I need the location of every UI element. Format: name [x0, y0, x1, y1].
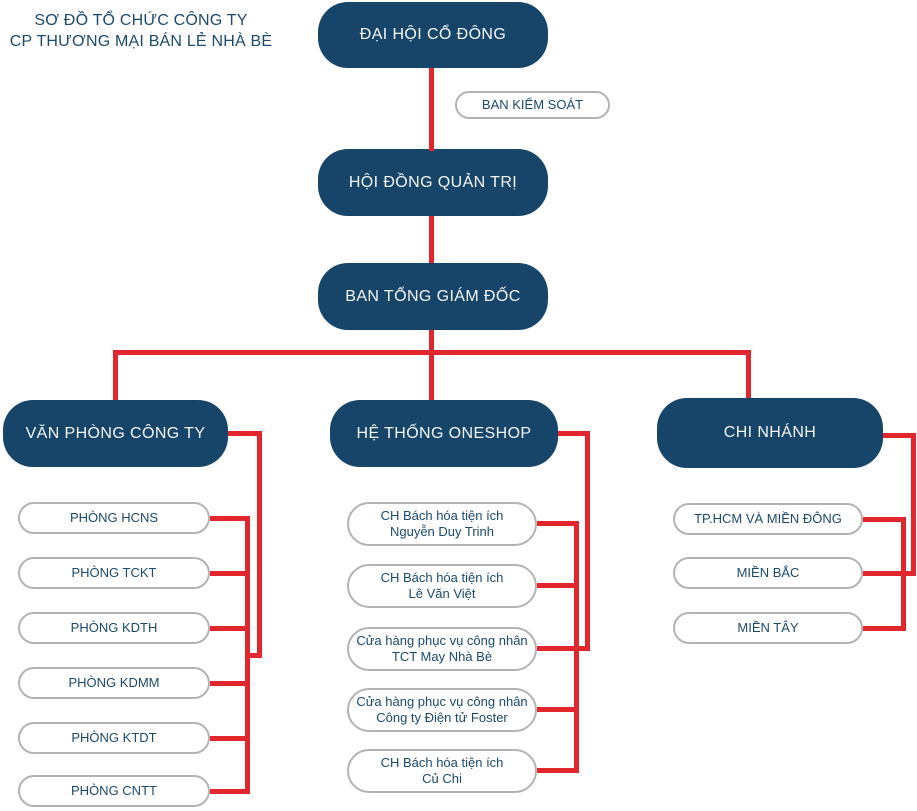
node-label: CH Bách hóa tiện ích [380, 755, 504, 770]
node-ch-le-van-viet: CH Bách hóa tiện ích Lê Văn Việt [347, 564, 537, 608]
node-label: PHÒNG TCKT [71, 565, 157, 580]
node-phong-hcns: PHÒNG HCNS [18, 502, 210, 534]
connector-line [113, 350, 118, 400]
node-label: MIỀN BẮC [736, 565, 800, 580]
node-label: TP.HCM VÀ MIỀN ĐÔNG [694, 511, 842, 526]
node-label: CH Bách hóa tiện ích [380, 570, 504, 585]
connector-line [883, 433, 916, 438]
node-hoi-dong-quan-tri: HỘI ĐỒNG QUẢN TRỊ [318, 149, 548, 216]
node-label: PHÒNG KDTH [70, 620, 158, 635]
node-van-phong-cong-ty: VĂN PHÒNG CÔNG TY [3, 400, 228, 467]
node-label: Cửa hàng phục vụ công nhân [356, 694, 528, 709]
node-label: PHÒNG KTDT [71, 730, 157, 745]
node-label: Cửa hàng phục vụ công nhân [356, 633, 528, 648]
node-mien-bac: MIỀN BẮC [673, 557, 863, 589]
connector-line [210, 681, 250, 686]
node-label: HỆ THỐNG ONESHOP [356, 424, 532, 442]
connector-line [558, 431, 590, 436]
connector-line [429, 330, 434, 400]
node-label: PHÒNG HCNS [69, 510, 159, 525]
node-label: HỘI ĐỒNG QUẢN TRỊ [348, 173, 518, 191]
connector-line [429, 216, 434, 263]
node-label: PHÒNG CNTT [71, 783, 157, 798]
connector-line [537, 707, 579, 712]
node-he-thong-oneshop: HỆ THỐNG ONESHOP [330, 400, 558, 467]
connector-line [863, 517, 906, 522]
connector-line [429, 68, 434, 151]
node-ch-nguyen-duy-trinh: CH Bách hóa tiện ích Nguyễn Duy Trinh [347, 502, 537, 546]
connector-line [210, 571, 250, 576]
node-tphcm-mien-dong: TP.HCM VÀ MIỀN ĐÔNG [673, 503, 863, 535]
connector-line [911, 433, 916, 576]
connector-line [245, 516, 250, 794]
node-ban-kiem-soat: BAN KIỂM SOÁT [455, 91, 610, 119]
connector-line [537, 768, 579, 773]
connector-line [537, 646, 590, 651]
node-ch-tct-may-nha-be: Cửa hàng phục vụ công nhân TCT May Nhà B… [347, 627, 537, 671]
node-ch-dien-tu-foster: Cửa hàng phục vụ công nhân Công ty Điện … [347, 688, 537, 732]
node-label: BAN KIỂM SOÁT [481, 97, 584, 112]
node-label: CH Bách hóa tiện ích [380, 508, 504, 523]
node-label: MIỀN TÂY [737, 620, 799, 635]
node-phong-kdmm: PHÒNG KDMM [18, 667, 210, 699]
connector-line [746, 350, 751, 398]
node-label: Củ Chi [422, 771, 462, 786]
node-label: VĂN PHÒNG CÔNG TY [25, 424, 206, 442]
node-phong-tckt: PHÒNG TCKT [18, 557, 210, 589]
chart-title-line1: SƠ ĐỒ TỔ CHỨC CÔNG TY [34, 12, 248, 29]
node-label: Lê Văn Việt [408, 586, 476, 601]
node-ch-cu-chi: CH Bách hóa tiện ích Củ Chi [347, 749, 537, 793]
connector-line [863, 626, 906, 631]
node-label: TCT May Nhà Bè [391, 649, 493, 664]
node-ban-tong-giam-doc: BAN TỔNG GIÁM ĐỐC [318, 263, 548, 330]
node-label: CHI NHÁNH [723, 424, 817, 441]
node-phong-cntt: PHÒNG CNTT [18, 775, 210, 807]
node-mien-tay: MIỀN TÂY [673, 612, 863, 644]
node-label: Công ty Điện tử Foster [376, 710, 508, 725]
connector-line [210, 516, 250, 521]
node-phong-ktdt: PHÒNG KTDT [18, 722, 210, 754]
node-label: PHÒNG KDMM [68, 675, 160, 690]
connector-line [113, 350, 751, 355]
chart-title: SƠ ĐỒ TỔ CHỨC CÔNG TY CP THƯƠNG MẠI BÁN … [2, 10, 280, 52]
connector-line [585, 431, 590, 651]
connector-line [537, 583, 579, 588]
node-chi-nhanh: CHI NHÁNH [657, 398, 883, 468]
connector-line [210, 789, 250, 794]
chart-title-line2: CP THƯƠNG MẠI BÁN LẺ NHÀ BÈ [9, 33, 273, 50]
node-label: ĐẠI HỘI CỔ ĐÔNG [359, 26, 507, 43]
connector-line [245, 653, 262, 658]
connector-line [210, 626, 250, 631]
connector-line [257, 431, 262, 658]
node-label: Nguyễn Duy Trinh [389, 524, 495, 539]
connector-line [863, 571, 916, 576]
node-dai-hoi-co-dong: ĐẠI HỘI CỔ ĐÔNG [318, 2, 548, 68]
connector-line [210, 736, 250, 741]
connector-line [228, 431, 262, 436]
node-label: BAN TỔNG GIÁM ĐỐC [345, 287, 521, 305]
node-phong-kdth: PHÒNG KDTH [18, 612, 210, 644]
connector-line [537, 521, 579, 526]
